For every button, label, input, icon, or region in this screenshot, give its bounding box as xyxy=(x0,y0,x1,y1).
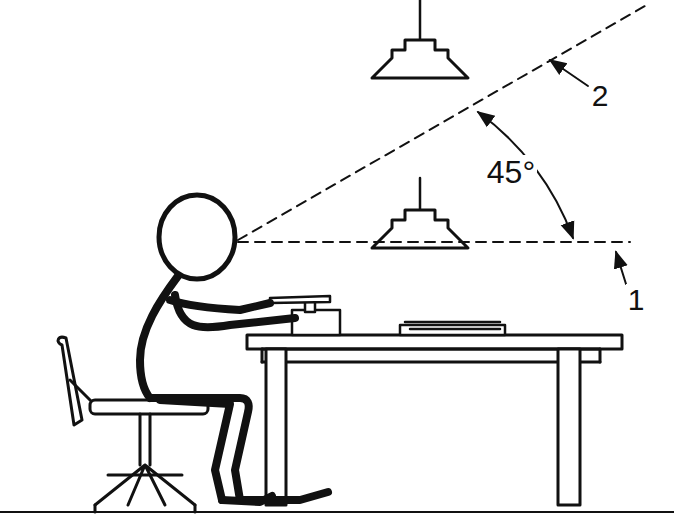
angle-label: 45° xyxy=(485,155,537,189)
desk-items xyxy=(270,296,505,335)
lamp-lower xyxy=(372,178,468,248)
stick-figure xyxy=(140,195,328,502)
callout-number: 1 xyxy=(626,284,647,316)
callout-number: 2 xyxy=(590,80,611,112)
lamp-upper xyxy=(372,0,468,78)
desk xyxy=(247,335,622,505)
chair xyxy=(58,337,208,512)
